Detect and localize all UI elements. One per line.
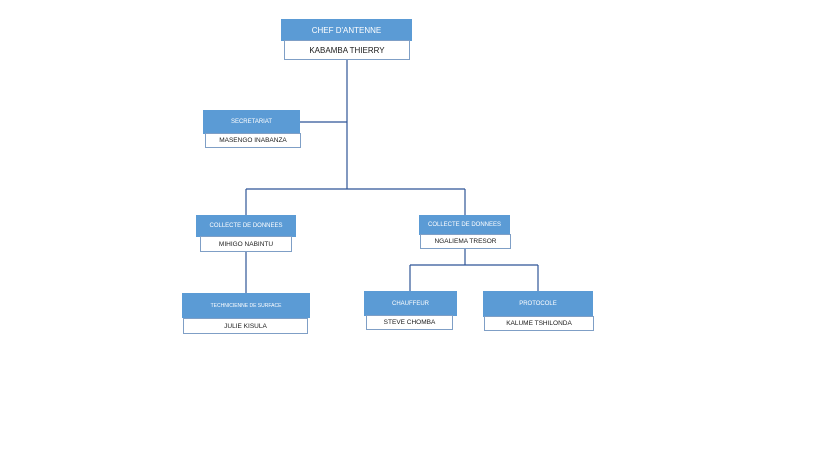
node-title: TECHNICIENNE DE SURFACE [182, 293, 310, 318]
node-name: MIHIGO NABINTU [200, 236, 292, 252]
node-name: KABAMBA THIERRY [284, 40, 410, 60]
node-title: COLLECTE DE DONNEES [196, 215, 296, 237]
node-title: CHAUFFEUR [364, 291, 457, 316]
node-title: CHEF D'ANTENNE [281, 19, 412, 41]
node-name: JULIE KISULA [183, 318, 308, 334]
node-name: MASENGO INABANZA [205, 133, 301, 148]
node-name: NGALIEMA TRESOR [420, 234, 511, 249]
node-title: PROTOCOLE [483, 291, 593, 317]
node-name: STEVE CHOMBA [366, 315, 453, 330]
node-name: KALUME TSHILONDA [484, 316, 594, 331]
node-title: COLLECTE DE DONNEES [419, 215, 510, 235]
node-title: SECRETARIAT [203, 110, 300, 134]
